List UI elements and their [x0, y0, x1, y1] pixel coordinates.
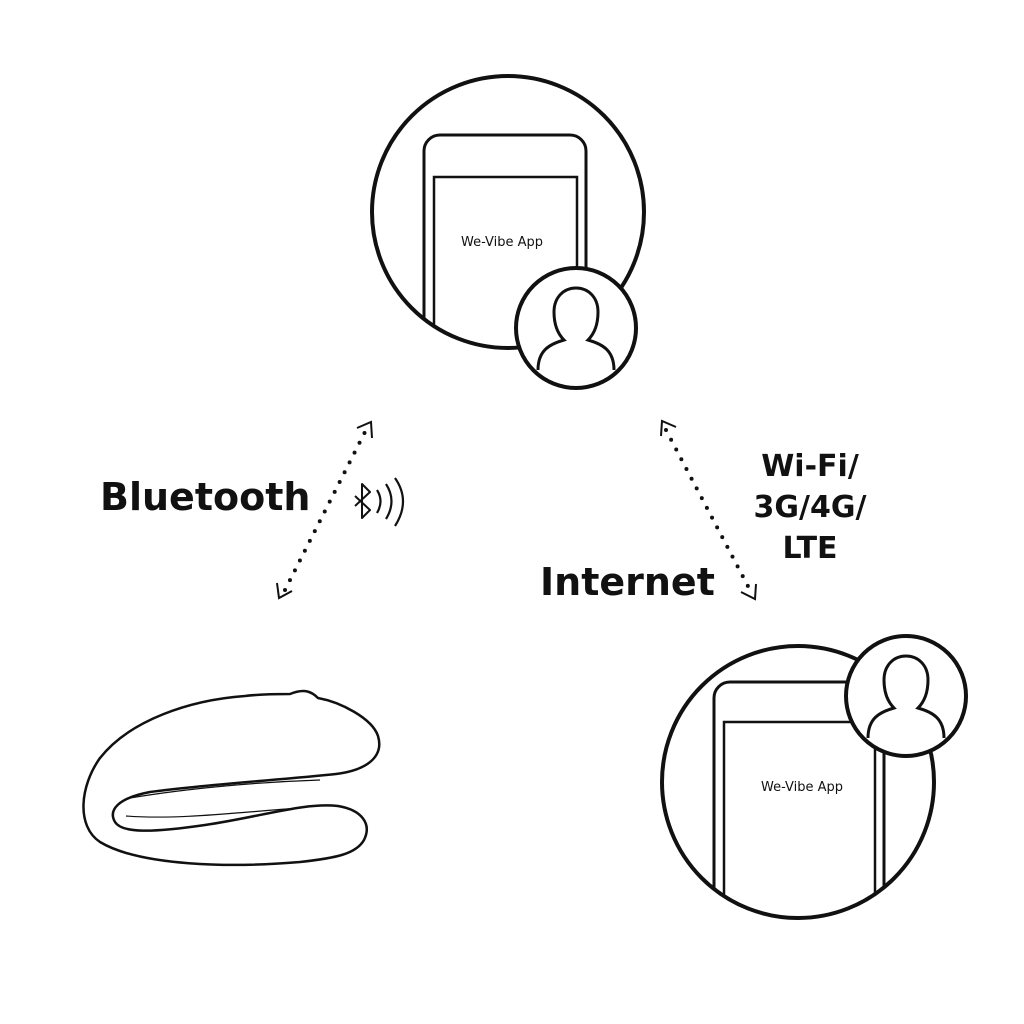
smartphone-icon: [712, 680, 886, 918]
bottom-app-label: We-Vibe App: [761, 780, 843, 795]
connection-type-line-1: Wi-Fi/: [761, 449, 859, 484]
bluetooth-signal-icon: [354, 477, 405, 527]
top-app-label: We-Vibe App: [461, 235, 543, 250]
connection-type-line-2: 3G/4G/: [754, 490, 867, 525]
user-icon: [844, 634, 968, 758]
internet-link-arrow: [660, 419, 757, 601]
double-arrow-icon: [276, 420, 373, 600]
double-arrow-icon: [660, 419, 757, 601]
connection-type-line-3: LTE: [782, 531, 837, 566]
bluetooth-label: Bluetooth: [100, 475, 310, 519]
user-icon: [514, 266, 638, 390]
bluetooth-link-arrow: [276, 420, 373, 600]
vibrator-device-icon: [82, 689, 381, 867]
bottom-phone-node: We-Vibe App: [660, 634, 968, 920]
top-phone-node: We-Vibe App: [370, 74, 646, 390]
internet-label: Internet: [540, 560, 715, 604]
